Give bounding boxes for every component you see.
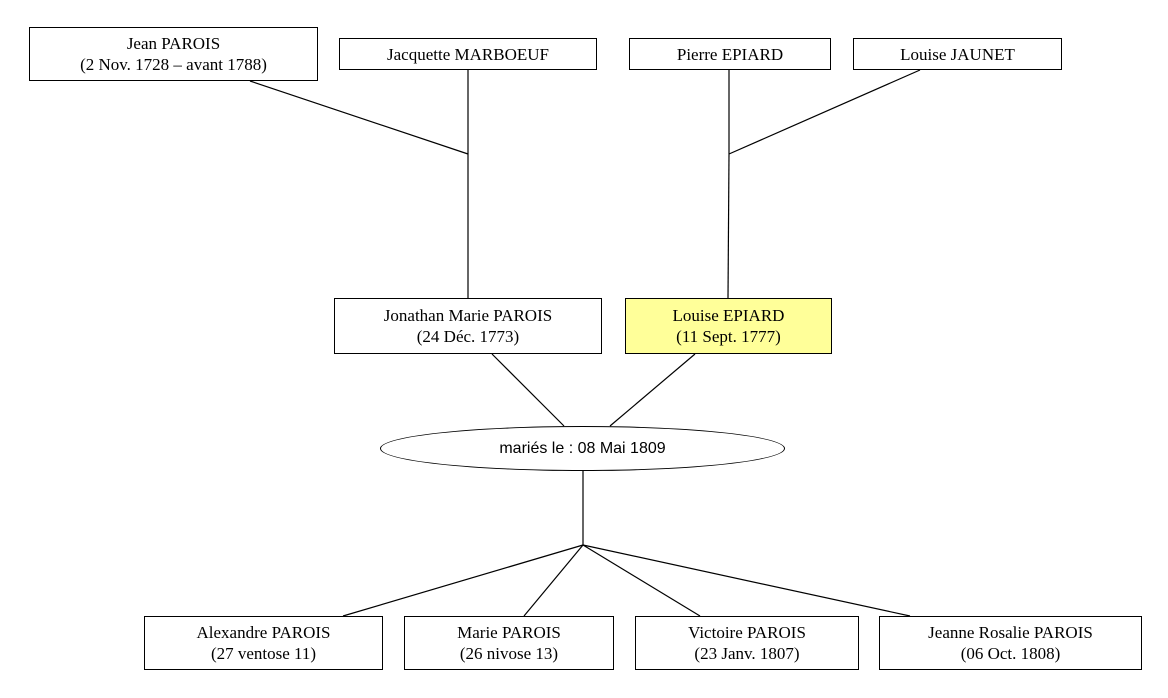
person-name: Jonathan Marie PAROIS (383, 306, 553, 325)
person-dates: (24 Déc. 1773) (416, 327, 520, 346)
line-to-alexandre (342, 544, 584, 617)
child-marie-parois: Marie PAROIS (26 nivose 13) (404, 616, 614, 670)
person-jacquette-marboeuf: Jacquette MARBOEUF (339, 38, 597, 70)
person-jean-parois: Jean PAROIS (2 Nov. 1728 – avant 1788) (29, 27, 318, 81)
person-louise-epiard: Louise EPIARD (11 Sept. 1777) (625, 298, 832, 354)
child-alexandre-parois: Alexandre PAROIS (27 ventose 11) (144, 616, 383, 670)
person-name: Marie PAROIS (457, 623, 561, 642)
person-dates: (06 Oct. 1808) (960, 644, 1061, 663)
child-jeanne-rosalie-parois: Jeanne Rosalie PAROIS (06 Oct. 1808) (879, 616, 1142, 670)
marriage-label: mariés le : 08 Mai 1809 (499, 439, 666, 457)
person-dates: (23 Janv. 1807) (694, 644, 800, 663)
person-jonathan-marie-parois: Jonathan Marie PAROIS (24 Déc. 1773) (334, 298, 602, 354)
line-junction-to-louise-epiard (727, 153, 730, 299)
person-name: Louise JAUNET (900, 44, 1015, 64)
person-name: Pierre EPIARD (676, 44, 784, 64)
line-to-jeanne-rosalie (582, 544, 911, 617)
person-louise-jaunet: Louise JAUNET (853, 38, 1062, 70)
person-pierre-epiard: Pierre EPIARD (629, 38, 831, 70)
person-name: Louise EPIARD (672, 306, 785, 325)
person-name: Jean PAROIS (126, 34, 221, 53)
person-name: Jacquette MARBOEUF (387, 44, 549, 64)
line-jean-to-junction (249, 80, 469, 155)
person-dates: (27 ventose 11) (210, 644, 317, 663)
line-to-victoire (582, 544, 701, 617)
person-name: Alexandre PAROIS (196, 623, 331, 642)
person-name: Jeanne Rosalie PAROIS (928, 623, 1093, 642)
line-to-marie (523, 544, 584, 617)
child-victoire-parois: Victoire PAROIS (23 Janv. 1807) (635, 616, 859, 670)
line-louise-jaunet-to-junction (728, 69, 921, 155)
person-dates: (26 nivose 13) (459, 644, 559, 663)
person-dates: (2 Nov. 1728 – avant 1788) (80, 55, 267, 74)
line-jonathan-to-marriage (491, 353, 565, 427)
person-name: Victoire PAROIS (688, 623, 806, 642)
marriage-ellipse: mariés le : 08 Mai 1809 (380, 426, 785, 471)
person-dates: (11 Sept. 1777) (676, 327, 781, 346)
line-louise-epiard-to-marriage (609, 353, 696, 427)
